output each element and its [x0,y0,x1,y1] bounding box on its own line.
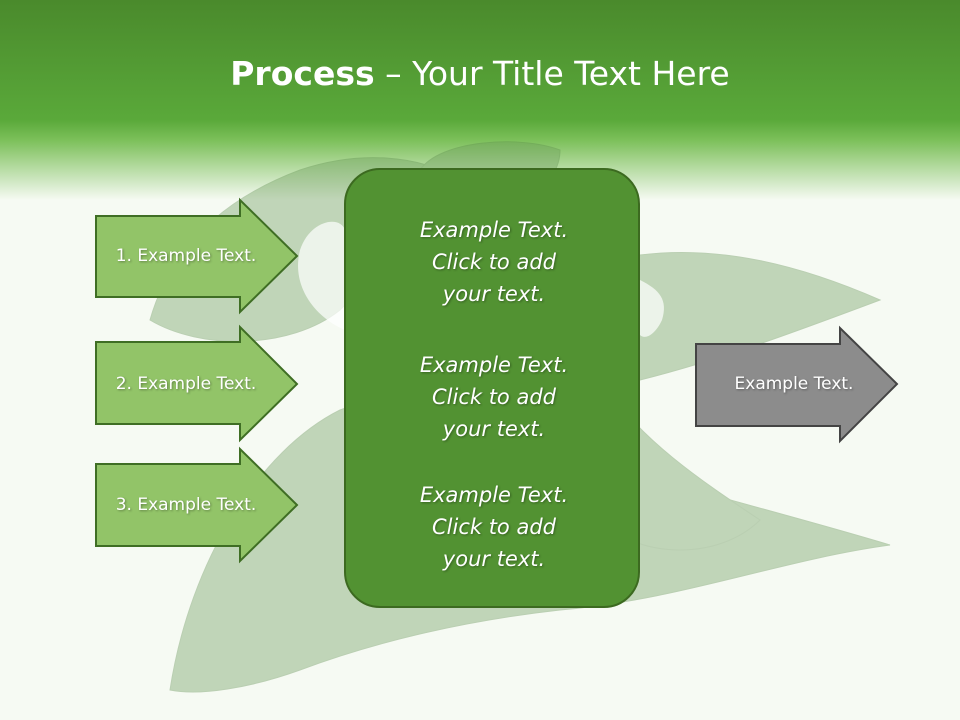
process-block-1-line-3: your text. [442,282,546,306]
slide-title: Process – Your Title Text Here [0,52,960,96]
title-rest: – Your Title Text Here [374,54,730,93]
process-block-2-line-1: Example Text. [419,353,569,377]
input-arrow-3-label: 3. Example Text. [115,495,257,515]
process-text-block-3: Example Text. Click to add your text. [346,479,642,575]
process-block-3-line-1: Example Text. [419,483,569,507]
process-text-block-2: Example Text. Click to add your text. [346,349,642,445]
title-bold: Process [230,54,375,93]
input-arrow-1-label: 1. Example Text. [115,246,257,266]
process-text-block-1: Example Text. Click to add your text. [346,214,642,310]
input-arrow-2-label: 2. Example Text. [115,374,257,394]
process-block-1-line-1: Example Text. [419,218,569,242]
process-block-1-line-2: Click to add [431,250,556,274]
process-block-3-line-2: Click to add [431,515,556,539]
process-block-2-line-3: your text. [442,417,546,441]
process-block-2-line-2: Click to add [431,385,556,409]
process-box[interactable]: Example Text. Click to add your text. Ex… [344,168,640,608]
process-block-3-line-3: your text. [442,547,546,571]
title-band [0,0,960,200]
output-arrow-label: Example Text. [734,374,854,394]
